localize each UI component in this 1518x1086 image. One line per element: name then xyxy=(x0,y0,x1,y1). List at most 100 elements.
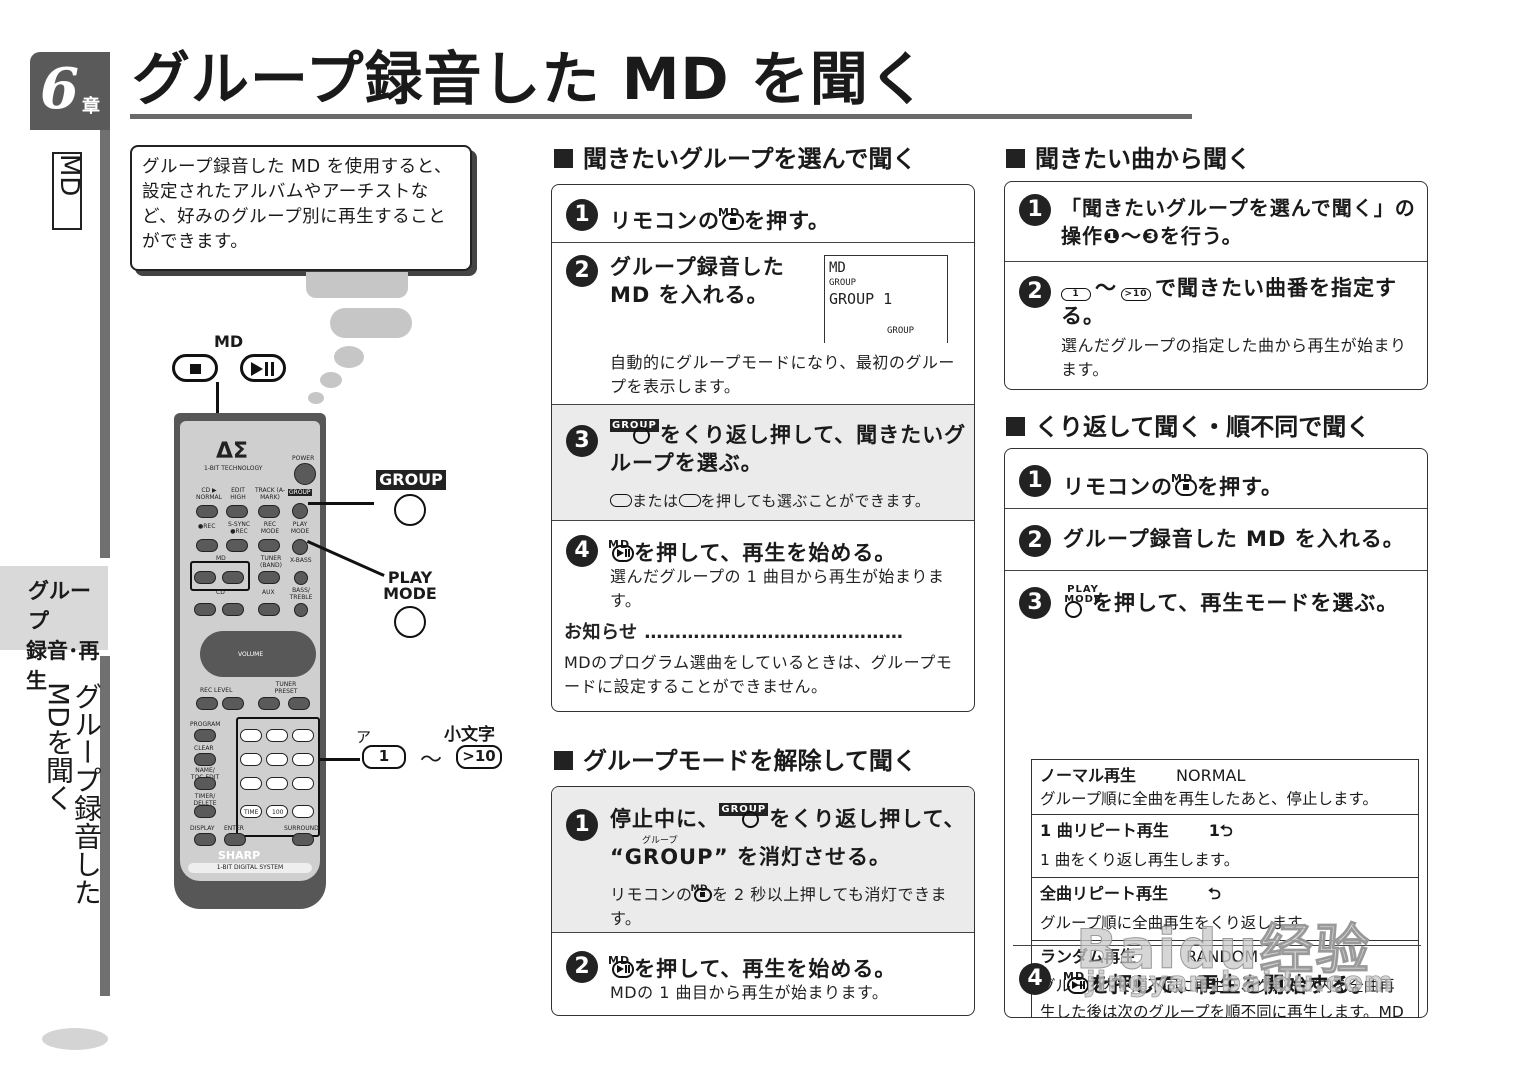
remote-button[interactable] xyxy=(226,505,248,518)
remote-button[interactable] xyxy=(288,697,310,710)
remote-label: TRACK (A-MARK) xyxy=(254,487,286,501)
remote-label: 100 xyxy=(272,809,284,816)
play-mode-button-icon xyxy=(1065,601,1082,618)
remote-button[interactable] xyxy=(258,539,280,552)
stop-button-icon xyxy=(722,213,745,230)
side-section-tab[interactable]: グループ 録音･再生 xyxy=(0,566,108,693)
remote-button[interactable] xyxy=(258,505,280,518)
sec1-step4-note: 選んだグループの 1 曲目から再生が始まります。 xyxy=(610,567,945,610)
remote-md-stop[interactable] xyxy=(194,571,216,584)
page-number-oval xyxy=(42,1028,108,1050)
remote-button[interactable] xyxy=(224,833,246,846)
side-tab-line1: グループ xyxy=(28,579,91,633)
remote-brand: SHARP xyxy=(218,849,261,862)
play-pause-icon xyxy=(612,961,635,978)
intro-bubble: グループ録音した MD を使用すると、設定されたアルバムやアーチストなど、好みの… xyxy=(130,145,472,271)
remote-label: ●REC xyxy=(198,523,216,530)
sec3-step2-note: 選んだグループの指定した曲から再生が始まります。 xyxy=(1061,336,1407,379)
sec3-step1-text: 「聞きたいグループを選んで聞く」の操作❶〜❸を行う。 xyxy=(1061,196,1416,248)
lcd-line: GROUP 1 xyxy=(829,290,893,308)
group-button-icon xyxy=(632,427,650,444)
square-bullet-icon xyxy=(1006,149,1025,168)
md-stop-button[interactable] xyxy=(172,354,218,382)
remote-button[interactable] xyxy=(194,729,216,742)
play-mode-line1: PLAY xyxy=(387,568,433,587)
remote-numeric-frame xyxy=(236,717,320,837)
remote-label: AUX xyxy=(262,589,275,596)
remote-button[interactable] xyxy=(194,753,216,766)
remote-button[interactable] xyxy=(194,805,216,818)
key-1-callout[interactable]: 1 xyxy=(362,745,406,769)
num-key-gt10[interactable] xyxy=(292,805,314,818)
remote-button[interactable] xyxy=(294,571,308,585)
remote-button[interactable] xyxy=(194,833,216,846)
remote-label: MD xyxy=(216,555,226,562)
group-callout-button[interactable] xyxy=(394,494,426,526)
volume-pad[interactable]: VOLUME xyxy=(200,631,316,677)
remote-button[interactable] xyxy=(194,603,216,616)
remote-label: CD ▶ NORMAL xyxy=(195,487,222,501)
num-key-3[interactable] xyxy=(292,729,314,742)
remote-label: CLEAR xyxy=(194,745,214,752)
step-number-1: 1 xyxy=(566,809,598,841)
left-bar xyxy=(100,656,110,996)
remote-group-button[interactable] xyxy=(292,503,308,519)
num-key-8[interactable] xyxy=(266,777,288,790)
chapter-tab: 6 章 xyxy=(30,52,110,130)
play-pause-icon xyxy=(612,545,635,562)
remote-play-mode-button[interactable] xyxy=(292,539,308,555)
divider xyxy=(1013,945,1421,946)
num-key-7[interactable] xyxy=(240,777,262,790)
remote-button[interactable] xyxy=(196,505,218,518)
num-key-9[interactable] xyxy=(292,777,314,790)
ruby-text: グループ xyxy=(642,836,678,846)
remote-label: SURROUND xyxy=(284,825,319,832)
remote-button[interactable] xyxy=(196,697,218,710)
num-key-2[interactable] xyxy=(266,729,288,742)
num-key-4[interactable] xyxy=(240,753,262,766)
numeric-lead-line xyxy=(318,758,360,761)
time-key[interactable] xyxy=(240,805,262,818)
num-key-1[interactable] xyxy=(240,729,262,742)
key-gt10-callout[interactable]: >10 xyxy=(456,745,502,769)
lcd-line: GROUP xyxy=(887,326,915,336)
square-bullet-icon xyxy=(554,751,573,770)
remote-button[interactable] xyxy=(292,833,314,846)
chapter-number: 6 xyxy=(40,56,79,122)
md-vertical-box: MD xyxy=(52,152,84,230)
remote-button[interactable] xyxy=(294,603,308,617)
num-key-5[interactable] xyxy=(266,753,288,766)
remote-md-play[interactable] xyxy=(222,571,244,584)
step-number-3: 3 xyxy=(1019,587,1051,619)
remote-button[interactable] xyxy=(194,777,216,790)
remote-button[interactable] xyxy=(222,603,244,616)
remote-button[interactable] xyxy=(196,539,218,552)
prev-key-icon xyxy=(610,494,632,507)
small-char-label: 小文字 xyxy=(444,725,495,745)
power-button[interactable] xyxy=(294,463,316,485)
remote-label: TUNER PRESET xyxy=(274,681,298,695)
step-number-2: 2 xyxy=(566,951,598,983)
num-key-6[interactable] xyxy=(292,753,314,766)
remote-button[interactable] xyxy=(222,697,244,710)
play-mode-callout-button[interactable] xyxy=(394,606,426,638)
md-play-pause-button[interactable] xyxy=(240,354,286,382)
thought-cloud xyxy=(330,308,412,338)
thought-cloud xyxy=(334,346,364,368)
sec1-step3-note: またはを押しても選ぶことができます。 xyxy=(610,489,930,513)
remote-button[interactable] xyxy=(258,571,280,584)
remote-button[interactable] xyxy=(258,697,280,710)
num-key-10[interactable] xyxy=(266,805,288,818)
remote-button[interactable] xyxy=(258,603,280,616)
remote-button[interactable] xyxy=(226,539,248,552)
side-vertical-title: グループ録音したMDを聞く xyxy=(42,682,103,906)
